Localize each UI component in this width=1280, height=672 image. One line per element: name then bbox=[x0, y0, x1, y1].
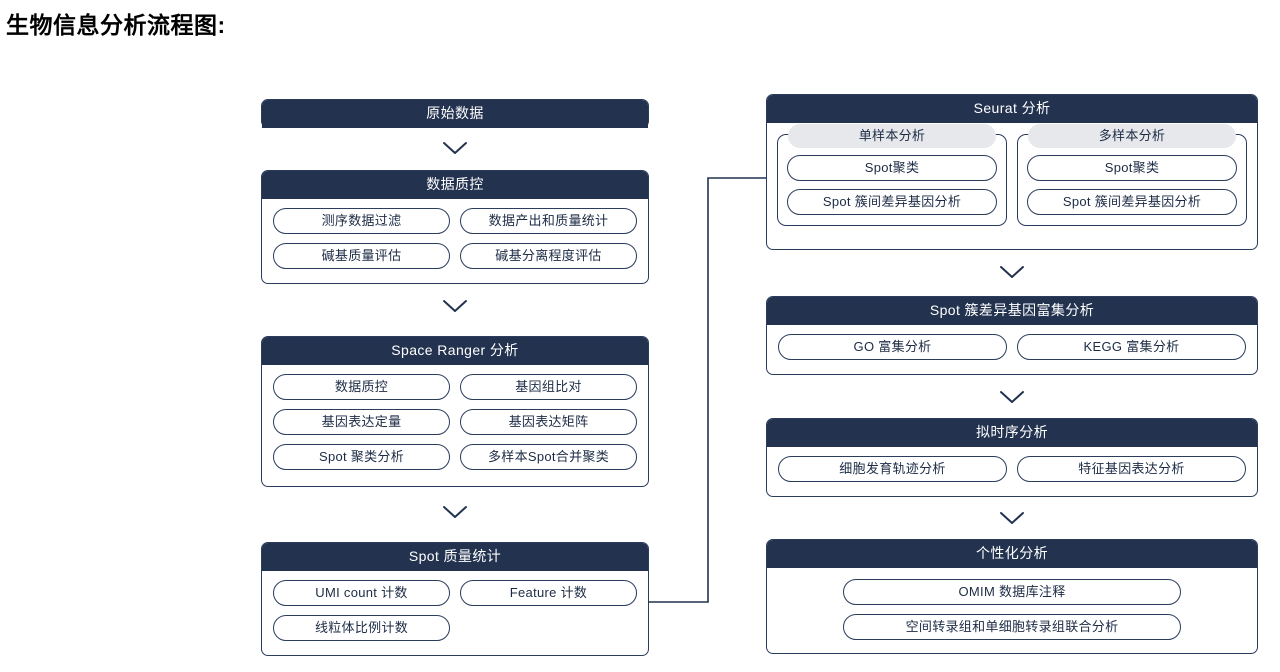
stage-card-personalized[interactable]: 个性化分析 OMIM 数据库注释 空间转录组和单细胞转录组联合分析 bbox=[766, 539, 1258, 654]
stage-title-pseudotime: 拟时序分析 bbox=[767, 419, 1257, 447]
flow-item[interactable]: 多样本Spot合并聚类 bbox=[460, 444, 637, 470]
stage-body-space-ranger: 数据质控 基因组比对 基因表达定量 基因表达矩阵 Spot 聚类分析 多样本Sp… bbox=[262, 365, 648, 481]
stage-card-data-qc[interactable]: 数据质控 测序数据过滤 数据产出和质量统计 碱基质量评估 碱基分离程度评估 bbox=[261, 170, 649, 284]
stage-title-raw-data: 原始数据 bbox=[262, 100, 648, 128]
subpanel-multi-sample[interactable]: 多样本分析 Spot聚类 Spot 簇间差异基因分析 bbox=[1017, 124, 1247, 226]
stage-body-seurat: 单样本分析 Spot聚类 Spot 簇间差异基因分析 多样本分析 Spot聚类 … bbox=[767, 123, 1257, 236]
flow-item[interactable]: 线粒体比例计数 bbox=[273, 615, 450, 641]
flow-item[interactable]: GO 富集分析 bbox=[778, 334, 1007, 360]
flow-item[interactable]: Spot 聚类分析 bbox=[273, 444, 450, 470]
elbow-connector-icon bbox=[645, 174, 771, 608]
stage-body-data-qc: 测序数据过滤 数据产出和质量统计 碱基质量评估 碱基分离程度评估 bbox=[262, 199, 648, 280]
page-title: 生物信息分析流程图: bbox=[6, 12, 226, 38]
flow-item[interactable]: 基因表达定量 bbox=[273, 409, 450, 435]
subpanel-title-single-sample: 单样本分析 bbox=[788, 124, 996, 148]
flow-item[interactable]: Feature 计数 bbox=[460, 580, 637, 606]
stage-body-personalized: OMIM 数据库注释 空间转录组和单细胞转录组联合分析 bbox=[767, 568, 1257, 651]
stage-title-space-ranger: Space Ranger 分析 bbox=[262, 337, 648, 365]
flow-item[interactable]: 特征基因表达分析 bbox=[1017, 456, 1246, 482]
stage-body-pseudotime: 细胞发育轨迹分析 特征基因表达分析 bbox=[767, 447, 1257, 493]
chevron-down-icon bbox=[442, 505, 468, 519]
chevron-down-icon bbox=[442, 299, 468, 313]
stage-title-data-qc: 数据质控 bbox=[262, 171, 648, 199]
flow-item[interactable]: Spot 簇间差异基因分析 bbox=[787, 189, 997, 215]
flow-item[interactable]: 碱基质量评估 bbox=[273, 243, 450, 269]
flow-item[interactable]: 碱基分离程度评估 bbox=[460, 243, 637, 269]
flow-item[interactable]: 数据质控 bbox=[273, 374, 450, 400]
stage-card-raw-data[interactable]: 原始数据 bbox=[261, 99, 649, 128]
flow-item[interactable]: 细胞发育轨迹分析 bbox=[778, 456, 1007, 482]
flow-item[interactable]: UMI count 计数 bbox=[273, 580, 450, 606]
flow-item[interactable]: 测序数据过滤 bbox=[273, 208, 450, 234]
chevron-down-icon bbox=[999, 390, 1025, 404]
subpanel-single-sample[interactable]: 单样本分析 Spot聚类 Spot 簇间差异基因分析 bbox=[777, 124, 1007, 226]
stage-body-spot-quality: UMI count 计数 Feature 计数 线粒体比例计数 bbox=[262, 571, 648, 652]
flow-item[interactable]: 空间转录组和单细胞转录组联合分析 bbox=[843, 614, 1181, 640]
flow-item[interactable]: 基因表达矩阵 bbox=[460, 409, 637, 435]
stage-card-spot-quality[interactable]: Spot 质量统计 UMI count 计数 Feature 计数 线粒体比例计… bbox=[261, 542, 649, 656]
flow-item[interactable]: KEGG 富集分析 bbox=[1017, 334, 1246, 360]
chevron-down-icon bbox=[442, 141, 468, 155]
stage-title-spot-cluster-enrichment: Spot 簇差异基因富集分析 bbox=[767, 297, 1257, 325]
flow-item[interactable]: Spot聚类 bbox=[787, 155, 997, 181]
flow-item[interactable]: Spot 簇间差异基因分析 bbox=[1027, 189, 1237, 215]
stage-title-personalized: 个性化分析 bbox=[767, 540, 1257, 568]
flow-item[interactable]: 数据产出和质量统计 bbox=[460, 208, 637, 234]
stage-card-space-ranger[interactable]: Space Ranger 分析 数据质控 基因组比对 基因表达定量 基因表达矩阵… bbox=[261, 336, 649, 487]
stage-body-spot-cluster-enrichment: GO 富集分析 KEGG 富集分析 bbox=[767, 325, 1257, 371]
stage-card-seurat[interactable]: Seurat 分析 单样本分析 Spot聚类 Spot 簇间差异基因分析 多样本… bbox=[766, 94, 1258, 250]
flow-item[interactable]: OMIM 数据库注释 bbox=[843, 579, 1181, 605]
flow-item[interactable]: Spot聚类 bbox=[1027, 155, 1237, 181]
chevron-down-icon bbox=[999, 265, 1025, 279]
stage-title-seurat: Seurat 分析 bbox=[767, 95, 1257, 123]
stage-title-spot-quality: Spot 质量统计 bbox=[262, 543, 648, 571]
chevron-down-icon bbox=[999, 511, 1025, 525]
flow-item[interactable]: 基因组比对 bbox=[460, 374, 637, 400]
stage-card-pseudotime[interactable]: 拟时序分析 细胞发育轨迹分析 特征基因表达分析 bbox=[766, 418, 1258, 497]
stage-card-spot-cluster-enrichment[interactable]: Spot 簇差异基因富集分析 GO 富集分析 KEGG 富集分析 bbox=[766, 296, 1258, 375]
subpanel-title-multi-sample: 多样本分析 bbox=[1028, 124, 1236, 148]
